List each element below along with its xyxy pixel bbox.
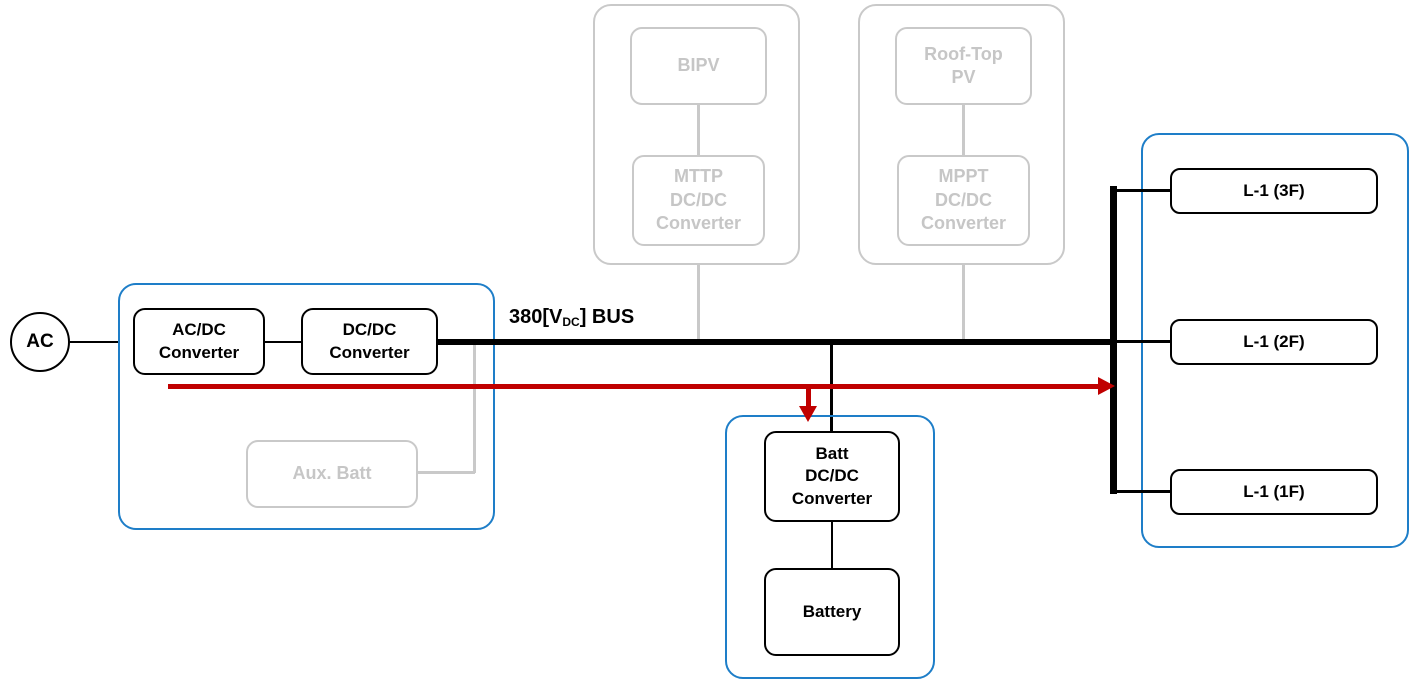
dcdc-converter-box: DC/DC Converter [301, 308, 438, 375]
dc-bus-label-suffix: ] BUS [579, 306, 635, 328]
wire-bar-to-load-1f [1117, 490, 1170, 493]
load-box-2f: L-1 (2F) [1170, 319, 1378, 365]
dc-bus-line [438, 339, 1114, 345]
power-flow-arrowhead-right-icon [1098, 377, 1115, 395]
ac-source-node: AC [10, 312, 70, 372]
power-flow-arrowhead-down-icon [799, 406, 817, 422]
aux-batt-box: Aux. Batt [246, 440, 418, 508]
bipv-source-box: BIPV [630, 27, 767, 105]
rooftop-pv-source-box: Roof-Top PV [895, 27, 1032, 105]
wire-acdc-to-dcdc [265, 341, 301, 343]
wire-dcdc-to-auxbatt-vertical [473, 343, 476, 473]
wire-ac-to-grid [70, 341, 118, 343]
power-flow-branch-line [806, 386, 811, 406]
dc-bus-label-subscript: DC [562, 315, 580, 329]
load-box-3f: L-1 (3F) [1170, 168, 1378, 214]
wire-bar-to-load-2f [1117, 340, 1170, 343]
grid-interface-group [118, 283, 495, 530]
acdc-converter-box: AC/DC Converter [133, 308, 265, 375]
battery-box: Battery [764, 568, 900, 656]
load-box-1f: L-1 (1F) [1170, 469, 1378, 515]
wire-rooftop-to-mppt [962, 105, 965, 155]
mppt-converter-box: MPPT DC/DC Converter [897, 155, 1030, 246]
wire-bipv-to-mttp [697, 105, 700, 155]
rooftop-pv-group [858, 4, 1065, 265]
battery-group [725, 415, 935, 679]
wire-battdcdc-to-battery [831, 522, 833, 568]
mttp-converter-box: MTTP DC/DC Converter [632, 155, 765, 246]
dc-bus-label-prefix: 380[V [509, 306, 563, 328]
wire-dcdc-to-auxbatt-horizontal [418, 471, 475, 474]
bipv-group [593, 4, 800, 265]
wire-bipv-group-to-bus [697, 265, 700, 339]
wire-bar-to-load-3f [1117, 189, 1170, 192]
load-distribution-bar [1110, 186, 1117, 494]
power-flow-arrow-line [168, 384, 1098, 389]
wire-rooftop-group-to-bus [962, 265, 965, 339]
dc-bus-label: 380[VDC] BUS [509, 306, 634, 329]
batt-dcdc-converter-box: Batt DC/DC Converter [764, 431, 900, 522]
